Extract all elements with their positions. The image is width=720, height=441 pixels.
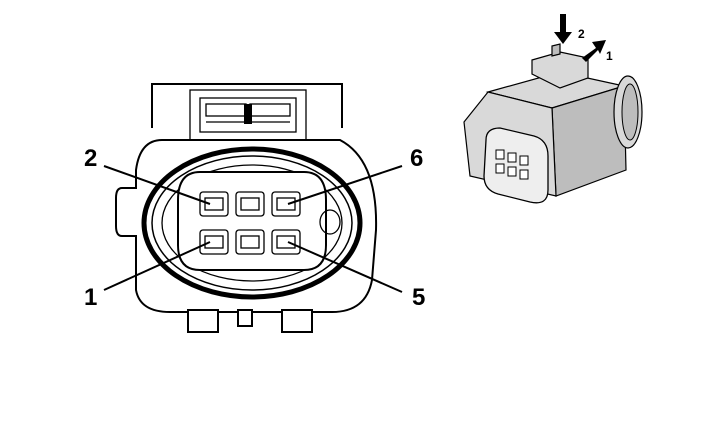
cavity-6 xyxy=(271,191,301,217)
seal-ring-mid xyxy=(151,155,353,291)
latch-tab xyxy=(244,104,252,124)
pin-cavities xyxy=(199,191,301,255)
cavity-3 xyxy=(235,229,265,255)
arrow-diagonal-icon xyxy=(582,40,606,62)
bottom-tab-left xyxy=(187,309,219,333)
cavity-2 xyxy=(199,191,229,217)
latch-inner xyxy=(199,97,297,133)
insert-key xyxy=(319,209,341,235)
iso-pin-holes xyxy=(495,149,529,180)
seal-ring-inner xyxy=(161,164,343,282)
seal-ring-outer xyxy=(141,146,363,300)
connector-front-view: 2 6 1 5 xyxy=(84,83,425,333)
arrow-down-icon xyxy=(554,14,572,44)
iso-front-face xyxy=(483,127,549,204)
leader-line-1 xyxy=(103,241,211,291)
leader-line-6 xyxy=(287,165,403,205)
callout-pin-5: 5 xyxy=(412,284,425,311)
leader-line-2 xyxy=(103,165,211,205)
callout-pin-2: 2 xyxy=(84,145,97,172)
arrow-label-2: 2 xyxy=(578,27,585,41)
bottom-tab-center xyxy=(237,309,253,327)
callout-pin-6: 6 xyxy=(410,145,423,172)
connector-iso-view: 2 1 xyxy=(463,14,643,204)
leader-line-5 xyxy=(287,241,403,293)
cavity-4 xyxy=(235,191,265,217)
cavity-1 xyxy=(199,229,229,255)
cavity-5 xyxy=(271,229,301,255)
bottom-tab-right xyxy=(281,309,313,333)
arrow-label-1: 1 xyxy=(606,49,613,63)
iso-latch-button xyxy=(551,43,561,57)
callout-pin-1: 1 xyxy=(84,284,97,311)
contact-insert xyxy=(177,171,327,271)
